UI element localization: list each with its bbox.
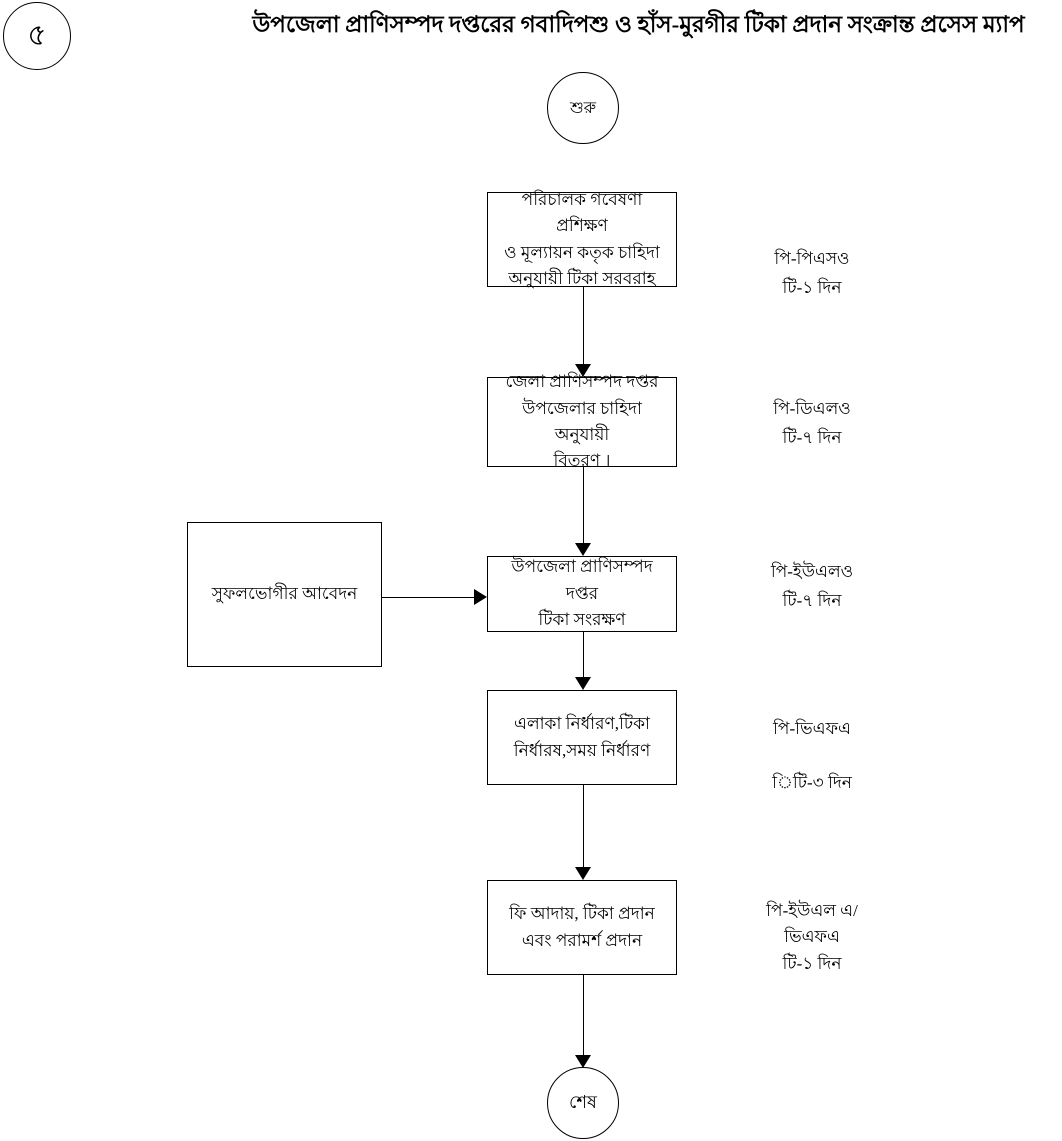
arrow-line-box5-end [583, 975, 584, 1056]
end-label: শেষ [569, 1091, 597, 1112]
arrow-line-box2-box3 [583, 467, 584, 544]
process-box-label: ফি আদায়, টিকা প্রদান এবং পরামর্শ প্রদান [509, 904, 655, 950]
arrowhead-box5 [575, 867, 591, 880]
flowchart-end-node: শেষ [547, 1067, 619, 1139]
arrowhead-box2 [575, 364, 591, 377]
annotation-step-5: পি-ইউএল এ/ ভিএফএ টি-১ দিন [766, 901, 858, 973]
process-box-label: সুফলভোগীর আবেদন [211, 584, 358, 604]
process-box-upazila-storage: উপজেলা প্রাণিসম্পদ দপ্তর টিকা সংরক্ষণ [487, 556, 677, 632]
process-box-label: এলাকা নির্ধারণ,টিকা নির্ধারষ,সময় নির্ধা… [513, 714, 651, 760]
page-number: ৫ [27, 18, 47, 52]
arrow-line-box3-box4 [583, 632, 584, 678]
process-box-label: জেলা প্রাণিসম্পদ দপ্তর উপজেলার চাহিদা অন… [505, 372, 659, 471]
process-box-beneficiary-application: সুফলভোগীর আবেদন [187, 522, 382, 667]
arrowhead-box3-left [474, 589, 487, 605]
arrow-line-box4-box5 [583, 785, 584, 868]
process-box-area-time-selection: এলাকা নির্ধারণ,টিকা নির্ধারষ,সময় নির্ধা… [487, 690, 677, 785]
arrowhead-box3 [575, 543, 591, 556]
arrow-line-box1-box2 [583, 287, 584, 365]
annotation-step-4: পি-ভিএফএ িটি-৩ দিন [772, 719, 852, 793]
arrowhead-end [575, 1055, 591, 1068]
page-title: উপজেলা প্রাণিসম্পদ দপ্তরের গবাদিপশু ও হা… [252, 12, 1025, 37]
start-label: শুরু [569, 99, 597, 117]
page-number-circle: ৫ [3, 2, 71, 70]
annotation-step-2: পি-ডিএলও টি-৭ দিন [773, 399, 851, 447]
arrow-line-sidebox-box3 [382, 597, 475, 598]
annotation-step-1: পি-পিএসও টি-১ দিন [774, 249, 850, 297]
process-box-district-distribution: জেলা প্রাণিসম্পদ দপ্তর উপজেলার চাহিদা অন… [487, 372, 677, 470]
process-box-vaccine-supply: পরিচালক গবেষণা প্রশিক্ষণ ও মূল্যায়ন কতৃ… [487, 190, 677, 288]
process-box-label: উপজেলা প্রাণিসম্পদ দপ্তর টিকা সংরক্ষণ [511, 557, 653, 630]
process-box-fee-vaccine-advice: ফি আদায়, টিকা প্রদান এবং পরামর্শ প্রদান [487, 880, 677, 975]
flowchart-start-node: শুরু [547, 72, 619, 144]
arrowhead-box4 [575, 677, 591, 690]
annotation-step-3: পি-ইউএলও টি-৭ দিন [770, 562, 854, 610]
process-box-label: পরিচালক গবেষণা প্রশিক্ষণ ও মূল্যায়ন কতৃ… [504, 189, 660, 288]
